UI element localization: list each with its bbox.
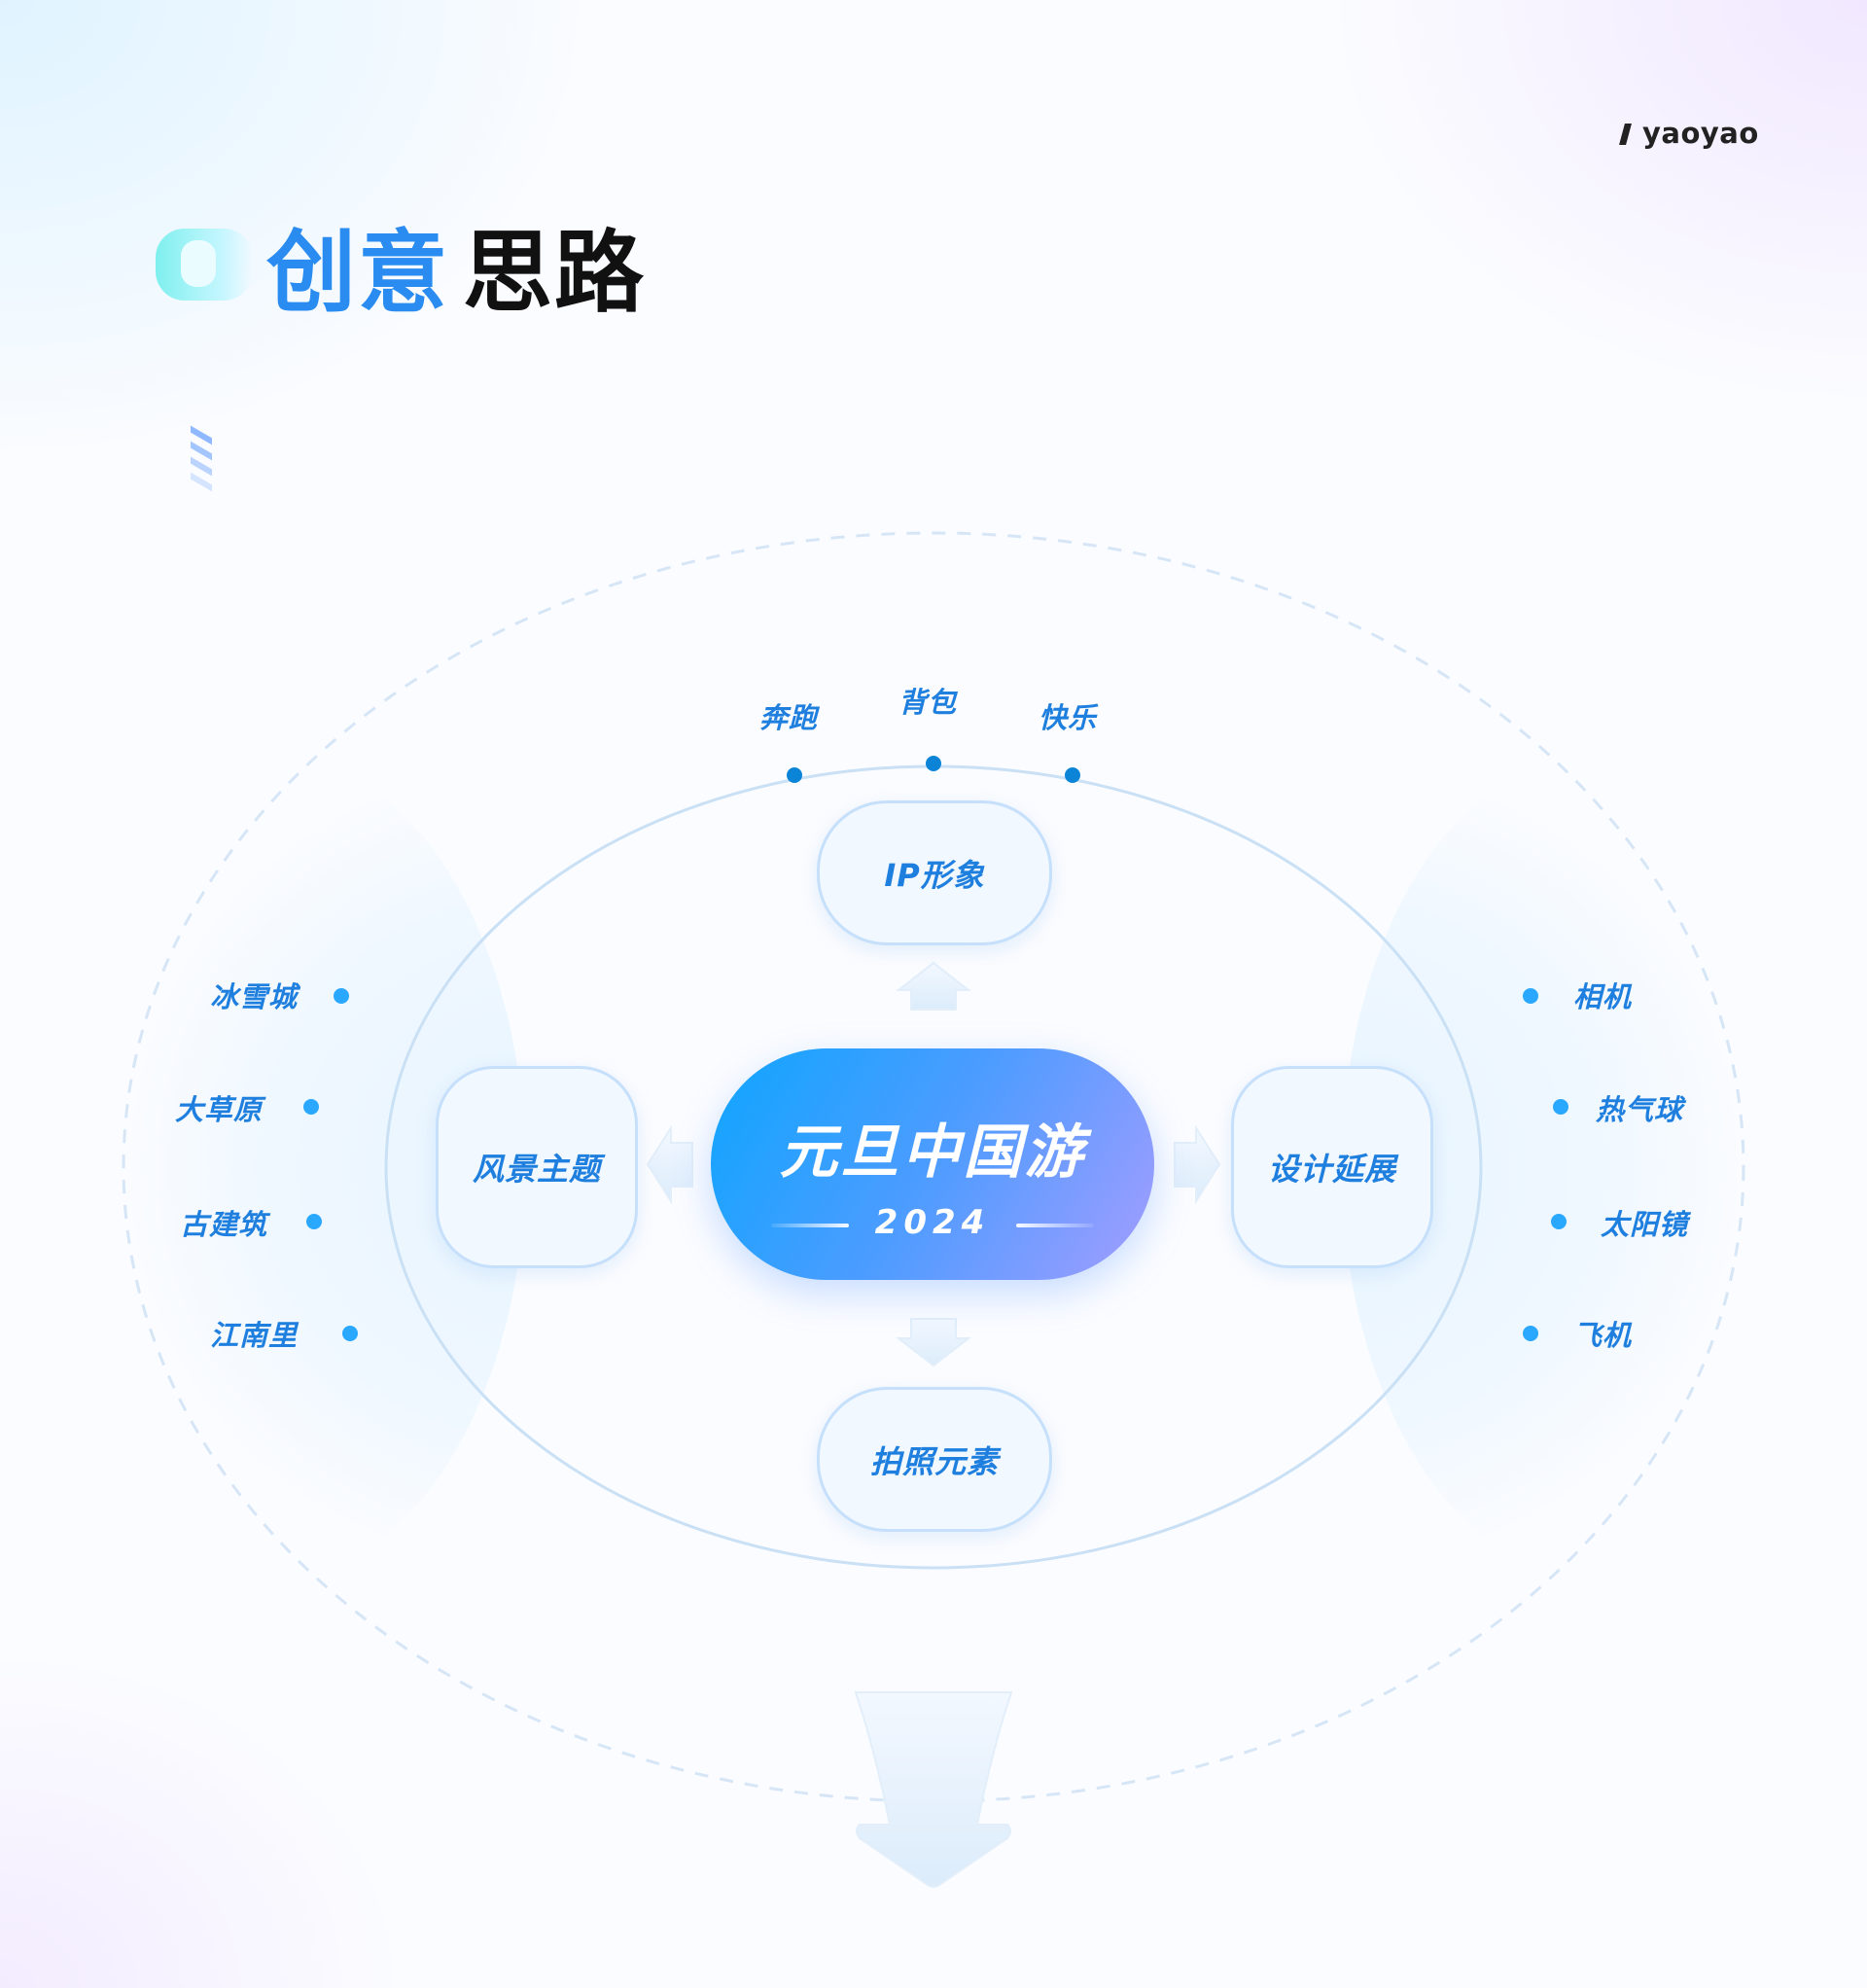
arrow-down xyxy=(896,1318,971,1367)
ip-dot xyxy=(1065,767,1080,783)
node-scenery: 风景主题 xyxy=(436,1066,638,1268)
direction-arrows xyxy=(646,961,1221,1888)
node-photo: 拍照元素 xyxy=(817,1387,1052,1532)
arrow-up xyxy=(896,961,971,1011)
scenery-item: 古建筑 xyxy=(180,1208,268,1241)
scenery-item: 江南里 xyxy=(210,1319,299,1352)
node-ip: IP形象 xyxy=(817,800,1052,945)
ip-item: 背包 xyxy=(898,686,958,719)
center-title: 元旦中国游 xyxy=(779,1118,1086,1187)
design-item: 太阳镜 xyxy=(1601,1208,1689,1241)
page-title: 创意 思路 xyxy=(156,216,646,325)
scenery-item: 冰雪城 xyxy=(210,980,299,1013)
arrow-left xyxy=(646,1124,693,1205)
ip-item: 快乐 xyxy=(1039,701,1098,734)
title-blue-text: 创意 xyxy=(266,220,450,325)
arrow-right xyxy=(1174,1124,1221,1205)
design-item: 相机 xyxy=(1573,980,1633,1013)
brand-mark: yaoyao xyxy=(1619,117,1759,150)
ip-dots xyxy=(787,756,1080,783)
big-arrow-down xyxy=(854,1691,1013,1888)
node-design: 设计延展 xyxy=(1231,1066,1433,1268)
ip-dot xyxy=(926,756,941,771)
ip-item: 奔跑 xyxy=(759,701,819,734)
stripes-decoration xyxy=(191,425,216,494)
scenery-connectors xyxy=(303,988,428,1341)
design-item: 热气球 xyxy=(1596,1093,1684,1126)
brand-name: yaoyao xyxy=(1642,117,1759,150)
center-year: 2024 xyxy=(711,1203,1154,1242)
scenery-item: 大草原 xyxy=(175,1093,264,1126)
ip-dot xyxy=(787,767,802,783)
design-connectors xyxy=(1439,988,1568,1341)
center-node: 元旦中国游 2024 xyxy=(711,1048,1154,1280)
title-black-text: 思路 xyxy=(463,220,647,325)
design-item: 飞机 xyxy=(1573,1319,1633,1352)
title-badge-icon xyxy=(156,229,253,301)
